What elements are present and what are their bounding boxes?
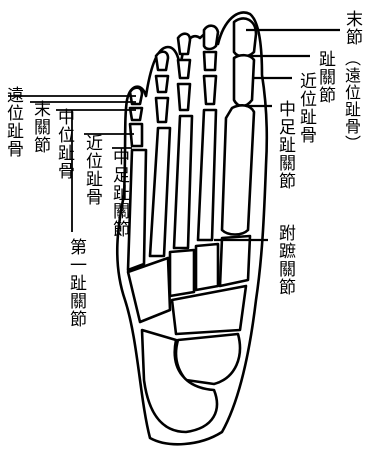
toe2-middle — [202, 50, 218, 72]
toe3-middle — [176, 58, 192, 80]
label-toe-joint: 趾關節 — [315, 50, 335, 104]
tarsal-cuneiform-1 — [218, 234, 252, 288]
toe4-middle — [154, 74, 170, 94]
label-distal-phalanx-paren: （遠位趾骨） — [342, 50, 361, 152]
toe3-proximal — [176, 82, 192, 112]
tarsal-navicular — [170, 284, 248, 336]
toe5-metatarsal — [126, 148, 148, 272]
label-tarsometatarsal-joint: 跗蹠關節 — [275, 224, 295, 296]
big-toe-proximal — [232, 53, 256, 108]
label-mtp-joint-left: 中足趾關節 — [109, 148, 129, 238]
label-distal-joint-left: 末關節 — [30, 100, 50, 154]
tarsal-cuboid — [126, 256, 172, 324]
toe2-distal — [202, 24, 220, 51]
first-metatarsal — [220, 104, 256, 236]
label-mtp-joint-right: 中足趾關節 — [275, 100, 295, 190]
toe2-proximal — [202, 74, 218, 106]
toe5-proximal — [128, 122, 144, 148]
toe3-distal — [176, 32, 192, 56]
toe5-middle — [128, 106, 144, 122]
toe3-metatarsal — [172, 114, 194, 250]
tarsal-cuneiform-2 — [194, 242, 220, 292]
toe2-metatarsal — [196, 108, 218, 242]
label-distal-phalanx: 末節 — [342, 10, 362, 46]
label-proximal-phalanx-left: 近位趾骨 — [82, 134, 102, 206]
label-first-toe-joint: 第一趾關節 — [66, 238, 86, 328]
label-proximal-phalanx-right: 近位趾骨 — [296, 72, 316, 144]
toe4-metatarsal — [148, 126, 172, 258]
toe4-distal — [154, 50, 170, 72]
tarsal-cuneiform-3 — [168, 248, 196, 298]
label-distal-phalanx-left: 遠位趾骨 — [3, 86, 23, 158]
toe4-proximal — [154, 96, 170, 124]
big-toe-distal — [232, 17, 258, 58]
tarsal-talus — [174, 332, 242, 386]
tarsal-calcaneus — [140, 328, 219, 434]
label-middle-phalanx-left: 中位趾骨 — [54, 108, 74, 180]
